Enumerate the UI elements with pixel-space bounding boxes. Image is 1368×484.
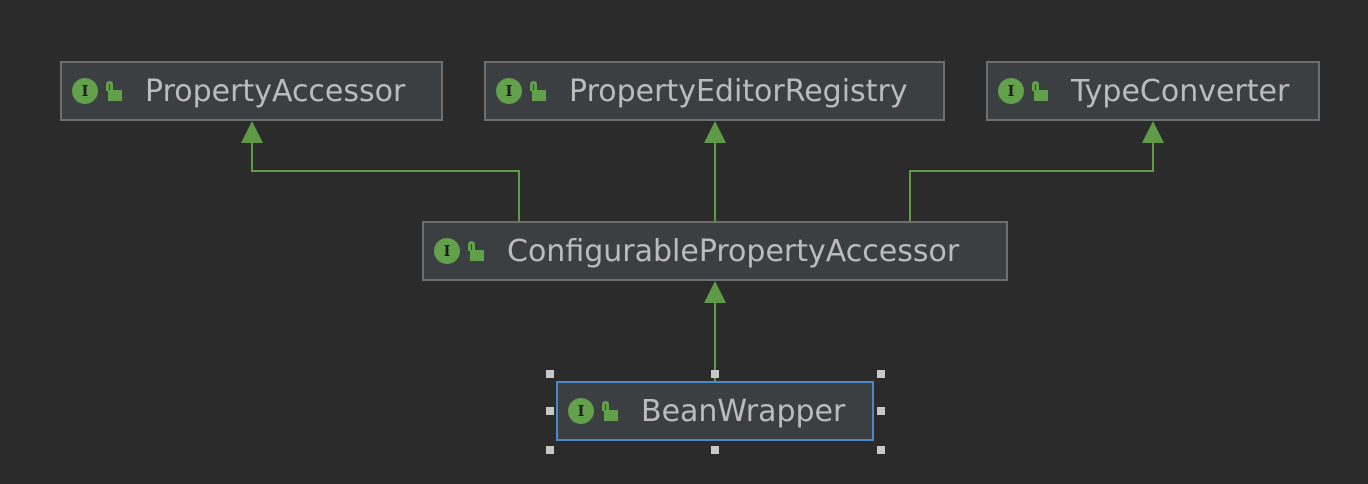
edge-configurable-to-property-accessor xyxy=(241,121,520,222)
edge-bean-wrapper-to-configurable xyxy=(704,281,726,382)
unlocked-icon xyxy=(601,401,619,421)
node-label: PropertyAccessor xyxy=(145,73,406,109)
node-property-editor-registry[interactable]: I PropertyEditorRegistry xyxy=(484,61,945,121)
node-bean-wrapper[interactable]: I BeanWrapper xyxy=(556,381,874,441)
unlocked-icon xyxy=(105,81,123,101)
resize-handle-top-center[interactable] xyxy=(711,370,719,378)
resize-handle-bottom-left[interactable] xyxy=(546,446,554,454)
node-configurable-property-accessor[interactable]: I ConfigurablePropertyAccessor xyxy=(422,221,1008,281)
unlocked-icon xyxy=(467,241,485,261)
node-label: TypeConverter xyxy=(1071,73,1290,109)
resize-handle-middle-left[interactable] xyxy=(546,407,554,415)
unlocked-icon xyxy=(529,81,547,101)
edge-configurable-to-type-converter xyxy=(909,121,1164,222)
resize-handle-top-right[interactable] xyxy=(877,370,885,378)
resize-handle-bottom-right[interactable] xyxy=(877,446,885,454)
unlocked-icon xyxy=(1031,81,1049,101)
node-label: ConfigurablePropertyAccessor xyxy=(507,233,960,269)
interface-icon: I xyxy=(434,238,460,264)
edge-configurable-to-property-editor-registry xyxy=(704,121,726,222)
node-label: PropertyEditorRegistry xyxy=(569,73,908,109)
resize-handle-top-left[interactable] xyxy=(546,370,554,378)
interface-icon: I xyxy=(568,398,594,424)
node-property-accessor[interactable]: I PropertyAccessor xyxy=(60,61,443,121)
resize-handle-bottom-center[interactable] xyxy=(711,446,719,454)
resize-handle-middle-right[interactable] xyxy=(877,407,885,415)
node-label: BeanWrapper xyxy=(641,393,846,429)
interface-icon: I xyxy=(72,78,98,104)
node-type-converter[interactable]: I TypeConverter xyxy=(986,61,1320,121)
interface-icon: I xyxy=(496,78,522,104)
interface-icon: I xyxy=(998,78,1024,104)
